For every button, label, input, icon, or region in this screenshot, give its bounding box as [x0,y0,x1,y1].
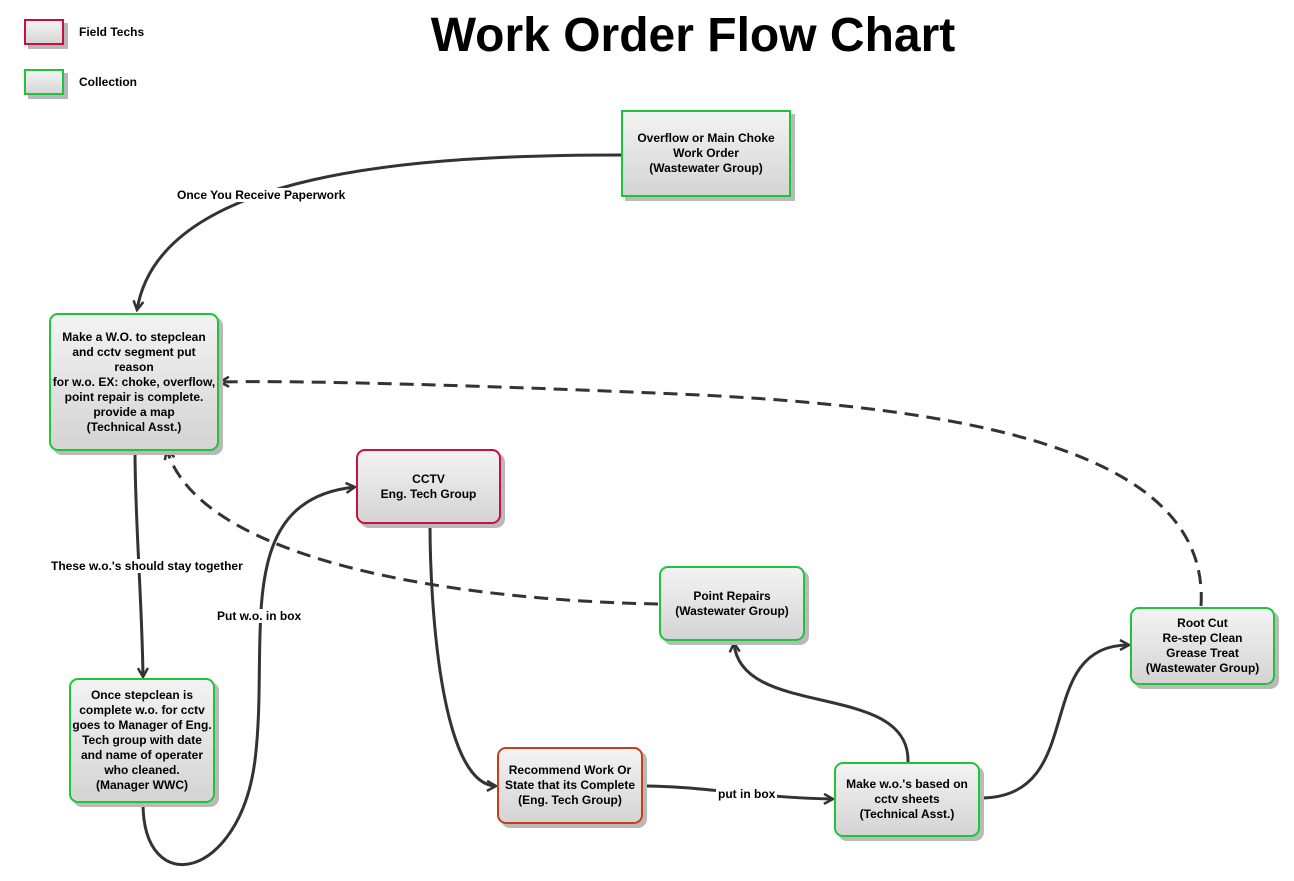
edge-make-wos-to-root-cut [979,645,1129,800]
node-root-cut[interactable]: Root Cut Re-step Clean Grease Treat (Was… [1130,607,1275,685]
edge-root-cut-to-make-wo [220,382,1203,607]
node-point-repairs[interactable]: Point Repairs (Wastewater Group) [659,566,805,641]
edge-overflow-to-make-wo [137,153,622,310]
node-make-wos-cctv[interactable]: Make w.o.'s based on cctv sheets (Techni… [834,762,980,837]
edge-once-stepclean-to-cctv [141,487,355,866]
node-overflow-work-order[interactable]: Overflow or Main Choke Work Order (Waste… [621,110,791,197]
node-once-stepclean[interactable]: Once stepclean is complete w.o. for cctv… [69,678,215,803]
node-make-wo[interactable]: Make a W.O. to stepclean and cctv segmen… [49,313,219,451]
legend-item-collection: Collection [24,69,137,95]
legend-swatch-collection [24,69,64,95]
edge-cctv-to-recommend [428,523,496,786]
page-title: Work Order Flow Chart [430,9,956,62]
edge-label-receive-paperwork: Once You Receive Paperwork [175,188,348,202]
edge-make-wos-to-point-repairs [734,643,910,763]
legend-label: Collection [79,75,138,89]
edge-label-put-in-box: put in box [716,787,778,801]
edge-point-repairs-to-make-wo [167,450,659,606]
edge-label-stay-together: These w.o.'s should stay together [49,559,245,573]
node-recommend-work[interactable]: Recommend Work Or State that its Complet… [497,747,643,824]
legend-label: Field Techs [79,25,145,39]
node-cctv[interactable]: CCTV Eng. Tech Group [356,449,501,524]
edge-label-put-wo-in-box: Put w.o. in box [215,609,304,623]
legend-swatch-field-techs [24,19,64,45]
legend-item-field-techs: Field Techs [24,19,144,45]
